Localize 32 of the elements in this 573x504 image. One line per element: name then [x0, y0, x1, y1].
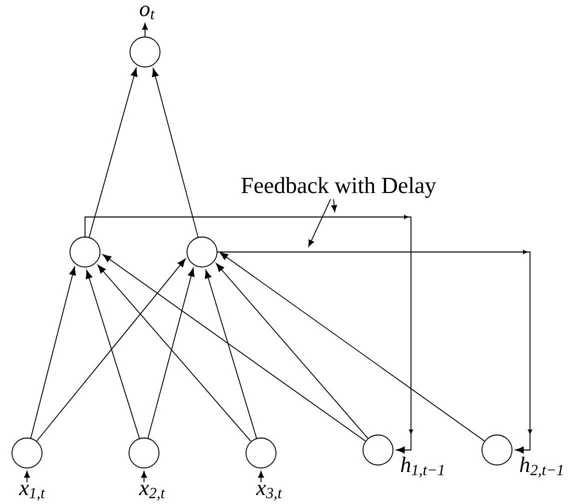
arrow	[30, 266, 76, 438]
leader-arrow	[308, 198, 332, 247]
neuron-circle	[12, 438, 42, 468]
feedback-arrow	[217, 250, 532, 454]
arrow	[220, 252, 485, 442]
output-label: o$_{t}$	[140, 6, 155, 20]
neuron-circle	[128, 438, 160, 468]
input-label: x$_{2,t}$	[138, 484, 166, 500]
arrow	[216, 263, 368, 439]
arrow	[204, 270, 257, 439]
arrow	[152, 68, 198, 238]
input-label: x$_{1,t}$	[18, 484, 46, 500]
arrow	[36, 258, 186, 442]
leader-arrow	[331, 198, 338, 212]
arrow	[141, 471, 147, 483]
unit-label: h$_{2,t−1}$	[520, 456, 562, 478]
feedback-arrow	[84, 214, 414, 454]
arrow	[98, 264, 252, 442]
callout-text: Feedback with Delay	[241, 177, 436, 198]
arrow	[258, 471, 264, 483]
input-label: x$_{3,t}$	[256, 484, 282, 500]
unit-label: h$_{1,t−1}$	[401, 456, 444, 478]
arrow	[142, 23, 148, 37]
neuron-circle	[186, 236, 218, 268]
arrow	[148, 268, 195, 438]
neuron-circle	[130, 36, 160, 68]
neuron-circle	[70, 236, 100, 268]
arrow	[88, 68, 138, 238]
arrow	[102, 254, 366, 442]
arrow	[24, 471, 30, 483]
neuron-circle	[246, 438, 276, 468]
arrow	[86, 270, 140, 439]
